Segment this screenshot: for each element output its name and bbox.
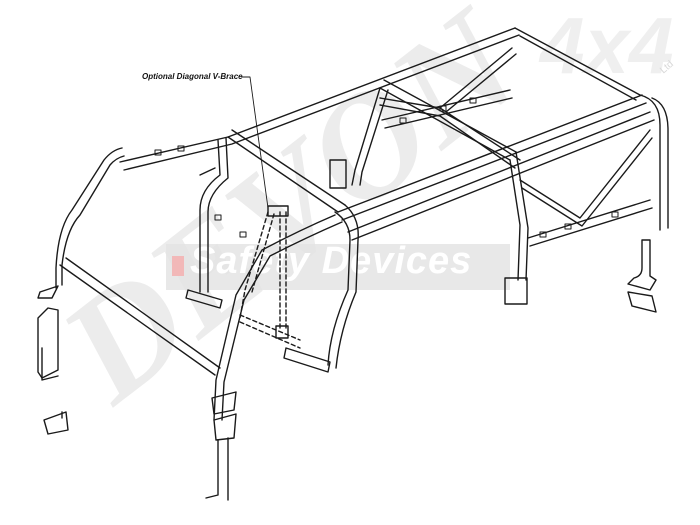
optional-v-brace [239, 211, 301, 349]
watermark-4x4: 4x4 [540, 1, 674, 90]
rear-hoop-top [514, 27, 669, 231]
callout-optional-v-brace: Optional Diagonal V-Brace [142, 72, 243, 81]
v-brace-bracket [267, 205, 289, 339]
sill-plates [185, 289, 331, 373]
inner-hoop-left [199, 137, 229, 293]
front-leg-footplate [205, 391, 237, 501]
top-rail-left [119, 27, 520, 171]
center-hoop-baseplate [329, 159, 528, 305]
left-rear-footplate [37, 285, 69, 435]
rear-leg-footplate [61, 239, 657, 419]
top-rail-right [337, 94, 655, 241]
b-pillar [213, 214, 343, 421]
watermark-logo-band [166, 244, 510, 290]
lower-diagonal-rail [59, 257, 221, 376]
front-main-hoop [55, 129, 359, 369]
callout-leader-line [241, 76, 269, 209]
watermark-logo-red-mark [172, 256, 184, 276]
rail-tabs [154, 97, 619, 238]
watermark-logo-text: Safety Devices [190, 240, 473, 282]
center-hoop [351, 79, 529, 281]
